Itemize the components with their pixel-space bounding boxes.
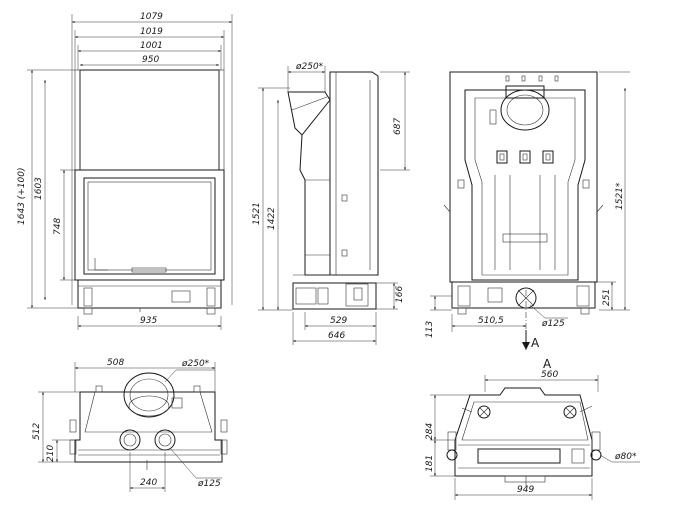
dim-width-2: 1019 xyxy=(140,27,163,37)
side-base xyxy=(292,282,377,310)
dim-top-flue-offset: 508 xyxy=(107,358,124,368)
rear-air-inlet xyxy=(515,287,537,309)
front-door-glass xyxy=(83,177,216,275)
dim-section-bottom-width: 949 xyxy=(517,485,534,495)
section-bolt-right xyxy=(563,405,577,419)
dim-section-top-width: 560 xyxy=(541,370,558,380)
top-inlet-right xyxy=(154,429,176,451)
dim-side-base-height: 166 xyxy=(395,286,405,303)
front-base xyxy=(77,279,222,309)
dim-height-2: 1603 xyxy=(34,177,44,200)
section-view: A 560 284 181 xyxy=(425,357,640,500)
dim-base-width: 935 xyxy=(140,316,157,326)
dim-top-inlet-diameter: ø125 xyxy=(197,479,221,489)
dim-rear-offset: 510,5 xyxy=(478,316,504,326)
dim-top-depth-2: 210 xyxy=(46,445,56,462)
dim-top-inlet-spacing: 240 xyxy=(140,478,157,488)
dim-section-inlet-diameter: ø80* xyxy=(614,452,637,462)
rear-vent-left xyxy=(496,150,508,164)
side-view: ø250* 1521 1422 687 166 xyxy=(252,62,410,345)
section-air-slot xyxy=(477,448,561,464)
dim-section-height-2: 181 xyxy=(425,455,435,472)
front-base-vent xyxy=(171,290,191,303)
dim-rear-base-height: 113 xyxy=(425,321,435,338)
rear-base xyxy=(451,281,596,309)
dim-section-height-1: 284 xyxy=(425,423,435,440)
dim-overall-width: 1079 xyxy=(140,12,163,22)
top-inlet-left xyxy=(119,429,141,451)
section-bolt-left xyxy=(477,405,491,419)
rear-flue-collar xyxy=(500,89,550,131)
dim-width-4: 950 xyxy=(142,55,159,65)
dim-rear-inlet-height: 251 xyxy=(602,289,612,306)
dim-width-3: 1001 xyxy=(140,41,163,51)
dim-top-flue-diameter: ø250* xyxy=(181,359,210,369)
rear-view: A 1521* 251 113 510,5 ø125 xyxy=(425,71,630,350)
front-hood xyxy=(79,69,220,171)
dim-side-flue-height: 687 xyxy=(393,118,403,135)
dim-door-height: 748 xyxy=(53,218,63,235)
rear-shell xyxy=(464,89,586,281)
top-flue-collar xyxy=(123,372,175,418)
rear-vent-right xyxy=(542,150,554,164)
dim-overall-height: 1643 (+100) xyxy=(17,167,27,225)
section-body-outline xyxy=(454,387,593,477)
dim-rear-overall-height: 1521* xyxy=(615,182,625,210)
front-door-handle xyxy=(131,267,167,273)
dim-side-depth-2: 646 xyxy=(328,331,345,341)
section-side-inlet xyxy=(590,449,602,461)
dim-rear-inlet-diameter: ø125 xyxy=(541,319,565,329)
side-flue-collar xyxy=(287,91,331,136)
dim-side-flue-diameter: ø250* xyxy=(295,62,324,72)
dim-side-height-2: 1422 xyxy=(267,207,277,230)
section-label: A xyxy=(543,357,552,371)
rear-vent-center xyxy=(519,150,531,164)
side-body xyxy=(329,71,379,276)
rear-section-marker: A xyxy=(531,336,540,350)
rear-bracket xyxy=(502,233,548,243)
dim-side-depth-1: 529 xyxy=(330,316,347,326)
top-view: 508 ø250* 512 210 240 ø125 xyxy=(32,358,228,492)
dim-top-depth: 512 xyxy=(32,423,42,440)
dim-side-overall-height: 1521 xyxy=(252,202,262,225)
top-body-outline xyxy=(74,391,223,463)
side-front-panel xyxy=(299,134,330,276)
front-view: 1079 1019 1001 950 935 xyxy=(17,12,233,330)
